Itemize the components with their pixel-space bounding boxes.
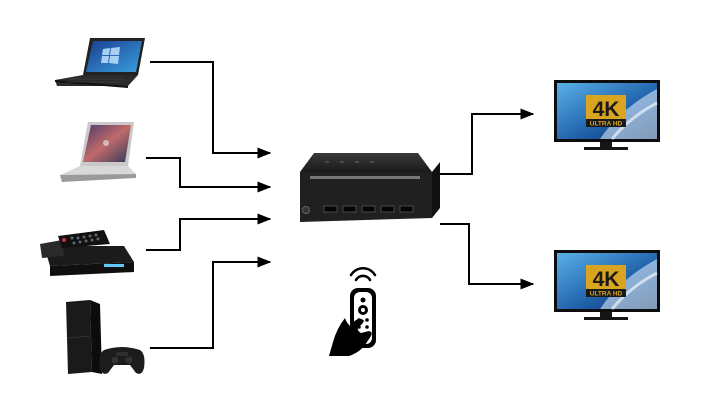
hand-icon bbox=[329, 318, 372, 356]
hdmi-matrix-switch-icon bbox=[300, 153, 440, 222]
tv-badge-ultra-hd: ULTRA HD bbox=[590, 291, 623, 298]
ir-receiver bbox=[302, 206, 310, 214]
connection-line-game-console bbox=[150, 256, 272, 349]
tv-badge-ultra-hd: ULTRA HD bbox=[590, 121, 623, 128]
input-connections bbox=[146, 61, 272, 349]
4k-tv-icon: 4K ULTRA HD bbox=[554, 250, 660, 320]
switch-front-label bbox=[310, 176, 420, 179]
wireless-signal-icon bbox=[349, 266, 377, 282]
tv-badge-4k: 4K bbox=[593, 98, 620, 121]
remote-control-icon bbox=[329, 266, 377, 356]
set-top-box-icon bbox=[40, 230, 134, 276]
connection-line-tv-bottom bbox=[440, 223, 535, 290]
game-console-icon bbox=[66, 300, 145, 374]
connection-line-windows-laptop bbox=[150, 61, 272, 159]
hdmi-ports bbox=[323, 205, 414, 213]
macbook-laptop-icon bbox=[60, 122, 136, 182]
connection-line-set-top-box bbox=[146, 213, 272, 251]
switch-indicator-leds bbox=[325, 161, 374, 163]
game-controller-icon bbox=[99, 347, 145, 374]
connection-line-macbook bbox=[146, 157, 272, 193]
windows-laptop-icon bbox=[55, 38, 145, 88]
output-connections bbox=[440, 108, 535, 290]
tv-badge-4k: 4K bbox=[593, 268, 620, 291]
connection-line-tv-top bbox=[440, 108, 535, 175]
4k-tv-icon: 4K ULTRA HD bbox=[554, 80, 660, 150]
